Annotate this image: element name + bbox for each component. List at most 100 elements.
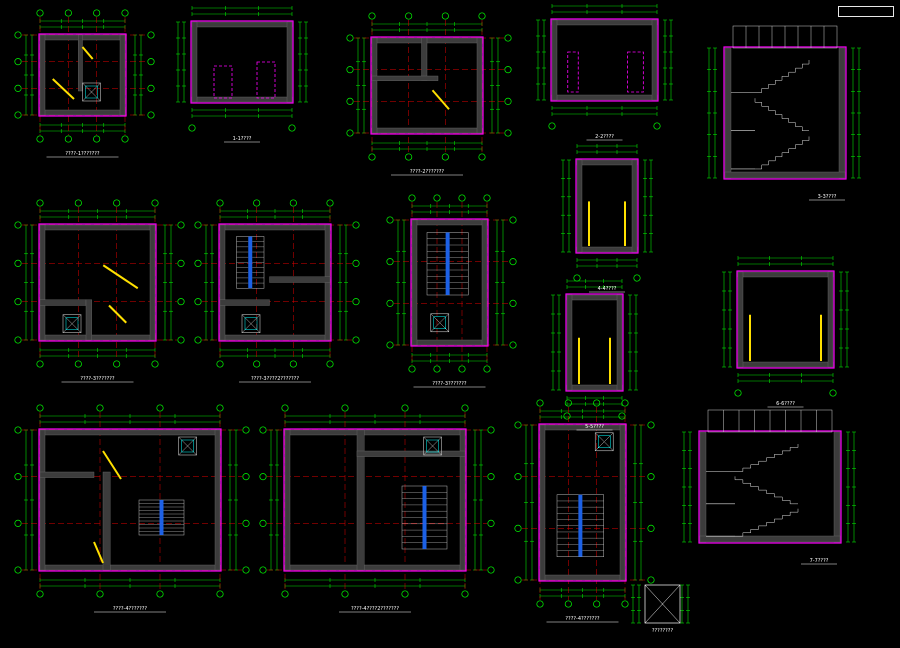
drawing-caption: ????-3??????? bbox=[432, 381, 467, 387]
axis-bubble bbox=[352, 221, 360, 229]
concrete-wall bbox=[371, 37, 378, 134]
axis-bubble bbox=[401, 590, 409, 598]
axis-bubble bbox=[194, 336, 202, 344]
axis-bubble bbox=[259, 473, 267, 481]
axis-bubble bbox=[441, 12, 449, 20]
axis-bubble bbox=[281, 590, 289, 598]
concrete-wall bbox=[539, 424, 546, 581]
axis-bubble bbox=[242, 473, 250, 481]
axis-bubble bbox=[647, 524, 655, 532]
axis-bubble bbox=[147, 58, 155, 66]
axis-bubble bbox=[487, 473, 495, 481]
concrete-wall bbox=[286, 21, 293, 103]
concrete-wall bbox=[39, 429, 221, 436]
concrete-wall bbox=[551, 19, 658, 26]
concrete-wall bbox=[191, 96, 293, 103]
axis-bubble bbox=[177, 259, 185, 267]
section-outline bbox=[190, 20, 294, 104]
elevator-car bbox=[598, 435, 611, 448]
concrete-wall bbox=[551, 94, 658, 101]
axis-bubble bbox=[289, 360, 297, 368]
axis-bubble bbox=[514, 421, 522, 429]
axis-bubble bbox=[93, 135, 101, 143]
axis-bubble bbox=[509, 341, 517, 349]
concrete-wall bbox=[149, 224, 156, 341]
stair-handrail bbox=[248, 236, 253, 289]
axis-bubble bbox=[386, 216, 394, 224]
concrete-wall bbox=[284, 429, 466, 436]
axis-bubble bbox=[74, 360, 82, 368]
concrete-wall bbox=[219, 299, 270, 306]
concrete-wall bbox=[737, 361, 834, 368]
axis-bubble bbox=[36, 590, 44, 598]
axis-bubble bbox=[509, 299, 517, 307]
concrete-wall bbox=[219, 224, 331, 231]
concrete-wall bbox=[551, 19, 558, 101]
ramp-marker bbox=[93, 541, 104, 564]
axis-bubble bbox=[401, 404, 409, 412]
axis-bubble bbox=[458, 365, 466, 373]
elevator-shaft bbox=[594, 432, 614, 452]
axis-bubble bbox=[487, 519, 495, 527]
concrete-wall bbox=[411, 339, 488, 346]
concrete-wall bbox=[737, 271, 834, 278]
axis-bubble bbox=[352, 298, 360, 306]
concrete-wall bbox=[651, 19, 658, 101]
axis-bubble bbox=[194, 259, 202, 267]
drawing-caption: 3-3???? bbox=[818, 194, 837, 200]
drawing-caption: ???????? bbox=[652, 628, 674, 634]
drawing-caption: ????-3????2??????? bbox=[251, 376, 299, 382]
axis-bubble bbox=[216, 360, 224, 368]
axis-bubble bbox=[121, 135, 129, 143]
axis-bubble bbox=[74, 199, 82, 207]
axis-bubble bbox=[504, 129, 512, 137]
axis-bubble bbox=[504, 34, 512, 42]
drawing-caption: 6-6???? bbox=[776, 401, 795, 407]
axis-bubble bbox=[352, 259, 360, 267]
axis-bubble bbox=[536, 600, 544, 608]
axis-bubble bbox=[64, 9, 72, 17]
concrete-wall bbox=[356, 429, 365, 571]
axis-bubble bbox=[352, 336, 360, 344]
section-outline bbox=[550, 18, 659, 102]
drawing-caption: 4-4???? bbox=[598, 286, 617, 292]
axis-bubble bbox=[14, 31, 22, 39]
slab-outline bbox=[370, 36, 484, 135]
axis-bubble bbox=[36, 135, 44, 143]
axis-bubble bbox=[504, 66, 512, 74]
concrete-wall bbox=[616, 294, 623, 391]
axis-bubble bbox=[14, 111, 22, 119]
axis-bubble bbox=[408, 194, 416, 202]
axis-bubble bbox=[288, 124, 296, 132]
axis-bubble bbox=[441, 153, 449, 161]
concrete-wall bbox=[191, 21, 293, 28]
axis-bubble bbox=[253, 360, 261, 368]
axis-bubble bbox=[156, 404, 164, 412]
concrete-wall bbox=[39, 564, 221, 571]
axis-bubble bbox=[242, 519, 250, 527]
concrete-wall bbox=[724, 171, 846, 179]
elevator-shaft bbox=[430, 313, 450, 333]
elevator-car bbox=[65, 317, 79, 330]
axis-bubble bbox=[14, 473, 22, 481]
axis-bubble bbox=[93, 9, 101, 17]
axis-bubble bbox=[14, 58, 22, 66]
slab-outline bbox=[218, 223, 332, 342]
slab-outline bbox=[38, 33, 127, 117]
elevator-shaft bbox=[423, 436, 442, 456]
concrete-wall bbox=[39, 109, 126, 116]
axis-bubble bbox=[368, 153, 376, 161]
ramp-marker bbox=[81, 46, 94, 60]
concrete-wall bbox=[39, 471, 95, 478]
axis-bubble bbox=[405, 12, 413, 20]
axis-bubble bbox=[216, 199, 224, 207]
axis-bubble bbox=[483, 194, 491, 202]
concrete-wall bbox=[219, 334, 331, 341]
axis-bubble bbox=[121, 9, 129, 17]
ramp-marker bbox=[102, 264, 139, 290]
concrete-wall bbox=[737, 271, 744, 368]
concrete-wall bbox=[838, 47, 846, 179]
concrete-wall bbox=[411, 219, 418, 346]
axis-bubble bbox=[386, 299, 394, 307]
axis-bubble bbox=[593, 399, 601, 407]
